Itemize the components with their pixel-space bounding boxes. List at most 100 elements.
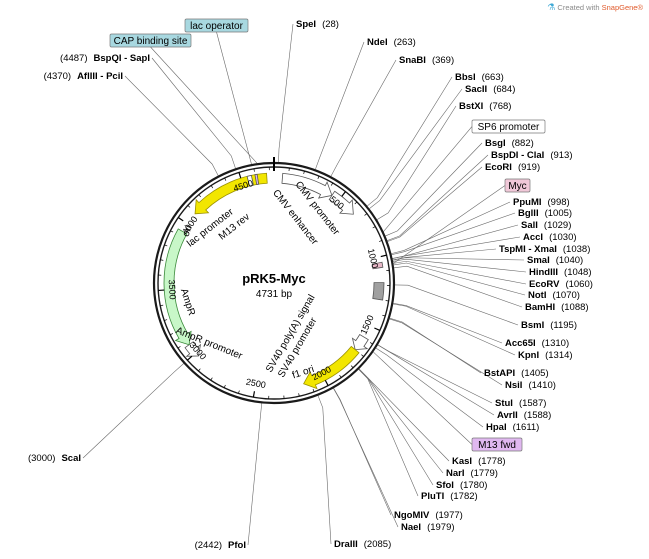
site-name: SalI [521,220,538,231]
site-name: AflIII - PciI [77,71,123,82]
restriction-site[interactable]: PpuMI(998) [513,197,570,208]
restriction-site[interactable]: (3000)ScaI [28,453,81,464]
restriction-site[interactable]: BsmI(1195) [521,320,577,331]
minor-tick [369,342,373,345]
site-name: SmaI [527,255,550,266]
feature-cmv-enhancer-arrow[interactable] [281,172,333,199]
restriction-site[interactable]: BsgI(882) [485,138,534,149]
restriction-site[interactable]: DraIII(2085) [334,539,391,550]
primer-box[interactable] [471,437,523,452]
minor-tick [339,374,342,378]
site-position: (1005) [545,208,572,219]
feature-ampr-arrow[interactable] [163,228,192,346]
primer-box-label: CAP binding site [114,36,188,47]
restriction-site[interactable]: SacII(684) [465,84,515,95]
restriction-site[interactable]: BspDI - ClaI(913) [491,150,573,161]
primer-box-label: Myc [508,181,526,192]
minor-tick [177,346,181,349]
site-name: DraIII [334,539,358,550]
features [163,172,385,390]
site-leader [394,284,519,326]
feature-sv40-promoter-arrow[interactable] [351,333,369,351]
feature-cmv-promoter-arrow[interactable] [328,190,354,215]
restriction-site[interactable]: BstXI(768) [459,101,511,112]
site-leader [367,76,453,207]
site-leader [376,105,457,220]
restriction-site[interactable]: (4487) BspQI - SapI [60,53,150,64]
restriction-site[interactable]: PluTI(1782) [421,491,478,502]
tick-label: 2500 [245,377,266,390]
restriction-site[interactable]: (4370)AflIII - PciI [44,71,123,82]
site-name: NaeI [401,522,421,533]
site-leader [377,344,493,404]
site-name: KpnI [518,350,539,361]
tick-label: 1000 [366,248,381,270]
site-name: SfoI [436,480,454,491]
site-name: PfoI [228,540,246,551]
primer-box[interactable] [184,18,249,33]
restriction-site[interactable]: SpeI(28) [296,19,339,30]
site-position: (4487) [60,53,87,64]
site-name: EcoRV [529,279,560,290]
site-name: NotI [528,290,546,301]
restriction-site[interactable]: BstAPI(1405) [484,368,549,379]
restriction-site[interactable]: EcoRI(919) [485,162,540,173]
minor-tick [354,201,358,205]
minor-tick [238,390,240,394]
primer-box-label: SP6 promoter [478,122,540,133]
restriction-site[interactable]: TspMI - XmaI(1038) [499,244,590,255]
restriction-site[interactable]: StuI(1587) [495,398,546,409]
feature-myc-tag-arrow[interactable] [371,261,384,270]
restriction-site[interactable]: NgoMIV(1977) [394,510,463,521]
tick-label: 3500 [167,279,178,300]
site-name: PpuMI [513,197,542,208]
major-tick [341,191,346,197]
site-position: (2442) [195,540,222,551]
site-name: AccI [523,232,543,243]
site-name: HindIII [529,267,558,278]
site-position: (28) [322,19,339,30]
box-leader [383,126,473,232]
feature-m13-rev-arrow[interactable] [254,173,260,185]
feature-sv40-poly-a-signal-arrow[interactable] [372,282,385,301]
restriction-site[interactable]: SfoI(1780) [436,480,487,491]
restriction-site[interactable]: SnaBI(369) [399,55,454,66]
site-name: BspQI - SapI [94,53,150,64]
watermark-brand: SnapGene® [601,3,643,12]
restriction-site[interactable]: Acc65I(1310) [505,338,569,349]
restriction-site[interactable]: NsiI(1410) [505,380,556,391]
restriction-site[interactable]: EcoRV(1060) [529,279,593,290]
restriction-site[interactable]: SalI(1029) [521,220,571,231]
site-leader [375,347,484,428]
primer-box[interactable] [109,33,192,48]
restriction-site[interactable]: AccI(1030) [523,232,577,243]
restriction-site[interactable]: SmaI(1040) [527,255,583,266]
restriction-site[interactable]: KpnI(1314) [518,350,573,361]
restriction-site[interactable]: HindIII(1048) [529,267,592,278]
restriction-site[interactable]: HpaI(1611) [486,422,539,433]
feature-lac-promoter-arrow[interactable] [246,174,254,187]
site-name: SacII [465,84,487,95]
site-leader [358,369,419,497]
restriction-site[interactable]: NdeI(263) [367,37,416,48]
restriction-site[interactable]: (2442) PfoI [195,540,246,551]
site-leader [391,201,511,254]
restriction-site[interactable]: BamHI(1088) [525,302,589,313]
major-tick [252,391,256,398]
restriction-site[interactable]: BbsI(663) [455,72,504,83]
primer-box[interactable] [504,178,531,193]
feature-f1-ori-arrow[interactable] [303,345,360,390]
site-leader [124,75,219,176]
site-leader [333,388,392,516]
restriction-site[interactable]: NaeI(1979) [401,522,455,533]
site-position: (1405) [521,368,548,379]
primer-box[interactable] [471,119,546,134]
site-name: NdeI [367,37,388,48]
site-leader [393,303,516,356]
restriction-site[interactable]: NarI(1779) [446,468,498,479]
restriction-site[interactable]: AvrII(1588) [497,410,551,421]
restriction-site[interactable]: BglII(1005) [518,208,572,219]
minor-tick [160,259,164,261]
restriction-site[interactable]: KasI(1778) [452,456,506,467]
restriction-site[interactable]: NotI(1070) [528,290,580,301]
